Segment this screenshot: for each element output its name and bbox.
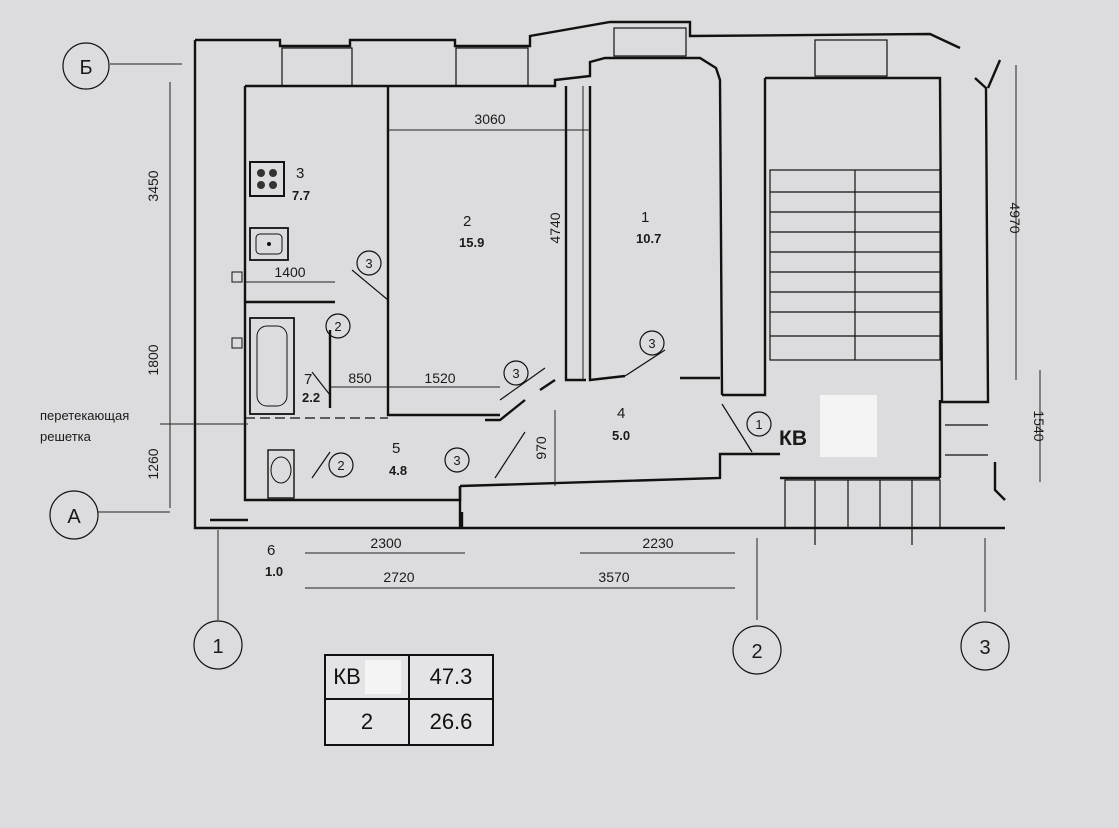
room-3-number: 3: [296, 165, 304, 182]
sink-icon: [249, 227, 289, 261]
room-2-number: 2: [463, 213, 471, 230]
dim-850: 850: [348, 370, 372, 386]
room-6-area: 1.0: [265, 564, 283, 579]
axis-1-label: 1: [212, 636, 223, 658]
redaction-box: [820, 395, 877, 457]
staircase: [769, 169, 941, 545]
dim-3450: 3450: [145, 170, 161, 201]
callout-3-room1: 3: [648, 336, 655, 351]
dim-2300: 2300: [370, 535, 401, 551]
axis-2-circle: [732, 625, 782, 675]
room-7-number: 7: [304, 371, 312, 388]
apartment-label: КВ: [779, 427, 807, 450]
dim-970: 970: [533, 436, 549, 460]
summary-apartment-cell: КВ: [326, 656, 410, 700]
callout-2-wc: 2: [337, 458, 344, 473]
fixtures: [231, 161, 295, 499]
bathtub-icon: [249, 317, 295, 415]
axis-a-label: А: [67, 506, 81, 528]
dim-2720: 2720: [383, 569, 414, 585]
dim-4970: 4970: [1007, 202, 1023, 233]
callout-3-room2: 3: [512, 366, 519, 381]
axis-3-circle: [960, 621, 1010, 671]
note-line-2: решетка: [40, 429, 92, 444]
door-callouts: 3 2 2 3 3 3 1: [325, 250, 772, 478]
callout-1-entry: 1: [755, 417, 762, 432]
doors: [311, 269, 753, 479]
stove-icon: [249, 161, 285, 197]
room-4-number: 4: [617, 405, 625, 422]
axis-b-circle: [62, 42, 110, 90]
summary-total-area: 47.3: [410, 656, 492, 700]
room-1-area: 10.7: [636, 231, 661, 246]
summary-living-area: 26.6: [429, 709, 473, 734]
axis-3-label: 3: [979, 637, 990, 659]
room-labels: 1 10.7 2 15.9 3 7.7 4 5.0 5 4.8 6 1.0 7 …: [265, 165, 661, 579]
axis-b-label: Б: [79, 57, 92, 79]
dim-3570: 3570: [598, 569, 629, 585]
axis-a-circle: [49, 490, 99, 540]
outer-walls: [193, 20, 1006, 530]
axis-markers: Б А 1 2 3: [49, 42, 1010, 675]
dim-1260: 1260: [145, 448, 161, 479]
apartment-summary-table: КВ 47.3 2 26.6: [324, 654, 494, 746]
summary-room-count: 2: [326, 700, 410, 744]
summary-redaction: [364, 660, 401, 694]
room-4-area: 5.0: [612, 428, 630, 443]
room-5-area: 4.8: [389, 463, 407, 478]
callout-3-hall: 3: [453, 453, 460, 468]
room-2-area: 15.9: [459, 235, 484, 250]
room-7-area: 2.2: [302, 390, 320, 405]
axis-2-label: 2: [751, 641, 762, 663]
dim-1400: 1400: [274, 264, 305, 280]
room-6-number: 6: [267, 542, 275, 559]
dim-4740: 4740: [547, 212, 563, 243]
dim-2230: 2230: [642, 535, 673, 551]
room-5-number: 5: [392, 440, 400, 457]
callout-3-kitchen: 3: [365, 256, 372, 271]
toilet-icon: [267, 449, 295, 499]
summary-apartment-label: КВ: [333, 664, 361, 689]
axis-1-circle: [193, 620, 243, 670]
room-3-area: 7.7: [292, 188, 310, 203]
dimension-labels: 3060 4740 1400 850 1520 970 3450 1800 12…: [145, 111, 1047, 585]
dim-1540: 1540: [1031, 410, 1047, 441]
dim-3060: 3060: [474, 111, 505, 127]
note-line-1: перетекающая: [40, 408, 129, 423]
dimension-lines: [98, 63, 1041, 620]
room-1-number: 1: [641, 209, 649, 226]
dim-1520: 1520: [424, 370, 455, 386]
partitions: [245, 78, 988, 480]
dim-1800: 1800: [145, 344, 161, 375]
callout-2-bath: 2: [334, 319, 341, 334]
